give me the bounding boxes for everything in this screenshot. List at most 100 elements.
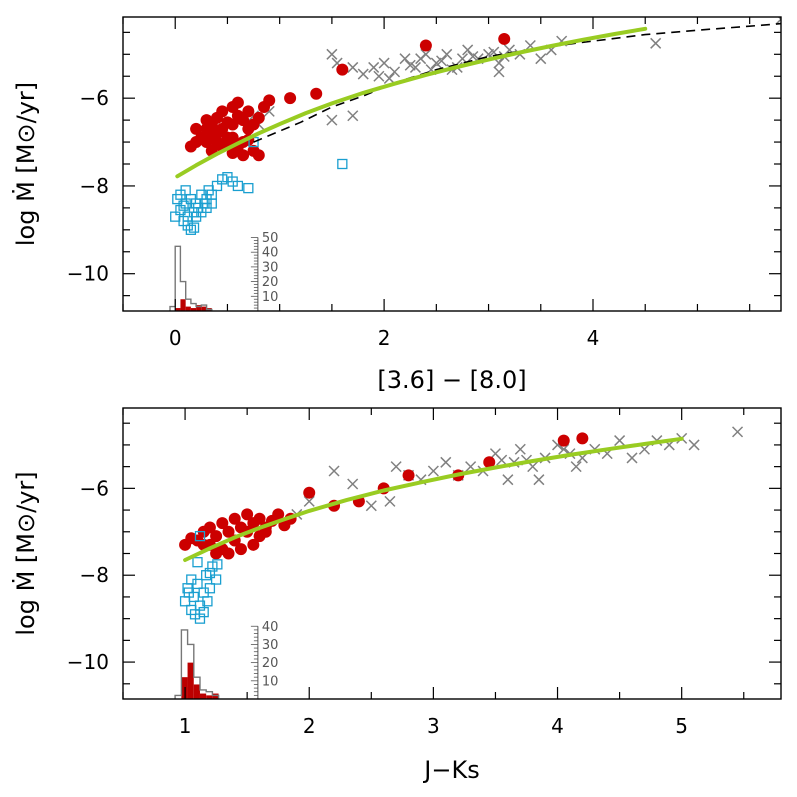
cross-point	[303, 495, 315, 507]
red-dot-point	[557, 434, 570, 447]
series-dot	[179, 432, 589, 560]
blue-square-point	[198, 606, 209, 618]
cross-point	[775, 17, 781, 25]
red-dot-point	[242, 122, 255, 135]
blue-square-point	[194, 613, 206, 624]
x-axis-label: J−Ks	[422, 756, 479, 784]
red-dot-point	[200, 122, 213, 135]
series-cross	[248, 17, 781, 131]
cross-point	[378, 57, 390, 69]
series-square	[170, 136, 348, 235]
red-dot-point	[234, 543, 247, 556]
cross-point	[467, 50, 479, 63]
histogram-bar-red	[187, 662, 194, 699]
red-dot-point	[210, 530, 223, 543]
red-dot-point	[205, 131, 218, 144]
red-dot-point	[272, 508, 285, 521]
blue-square-point	[183, 587, 194, 598]
blue-square-point	[180, 185, 191, 196]
histogram-bar-red	[212, 693, 219, 699]
cross-point	[570, 461, 582, 473]
red-dot-point	[303, 486, 316, 499]
histogram-bar-red	[199, 693, 207, 699]
red-dot-point	[576, 432, 589, 445]
blue-square-point	[204, 567, 216, 579]
red-dot-point	[419, 39, 432, 52]
red-dot-point	[226, 147, 239, 160]
cross-point	[441, 48, 453, 60]
red-dot-point	[228, 512, 241, 525]
cross-point	[357, 68, 369, 80]
cross-point	[399, 53, 411, 65]
cross-point	[347, 110, 359, 122]
cross-point	[373, 70, 385, 82]
red-dot-point	[210, 547, 223, 560]
histogram-scale-label: 20	[262, 275, 279, 290]
histogram-scale-label: 20	[262, 656, 279, 671]
histogram-scale-label: 40	[262, 620, 279, 635]
blue-square-point	[170, 211, 181, 222]
blue-square-point	[210, 574, 222, 585]
blue-square-point	[192, 557, 203, 568]
red-dot-point	[252, 111, 265, 124]
cross-point	[514, 443, 526, 455]
red-dot-point	[336, 63, 349, 76]
x-tick-label: 4	[551, 714, 564, 738]
red-dot-point	[253, 512, 266, 525]
x-tick-label: 3	[427, 714, 440, 738]
cross-point	[533, 474, 545, 486]
histogram-scale-label: 30	[262, 260, 279, 275]
blue-square-point	[178, 200, 189, 211]
fit-curve	[175, 26, 648, 179]
blue-square-point	[201, 570, 212, 581]
histogram-outline-gray	[174, 629, 220, 699]
cross-point	[502, 474, 514, 486]
blue-square-point	[212, 559, 223, 570]
red-dot-point	[242, 105, 255, 118]
blue-square-point	[202, 596, 213, 607]
blue-square-point	[186, 574, 197, 585]
red-dot-point	[241, 508, 254, 521]
y-tick-label: −10	[67, 650, 109, 674]
plot-frame	[122, 16, 782, 312]
histogram-bar-red	[181, 677, 188, 699]
cross-point	[427, 465, 439, 477]
cross-point	[626, 452, 638, 464]
x-tick-label: 1	[179, 714, 192, 738]
red-dot-point	[231, 96, 244, 109]
cross-point	[493, 66, 505, 78]
cross-point	[368, 61, 380, 73]
histogram-scale-label: 50	[262, 231, 279, 246]
cross-point	[614, 435, 626, 447]
red-dot-point	[184, 140, 197, 153]
blue-square-point	[232, 180, 244, 192]
red-dot-point	[263, 94, 276, 107]
histogram-bar-red	[180, 299, 186, 311]
histogram	[174, 629, 220, 699]
x-tick-label: 2	[303, 714, 316, 738]
cross-point	[688, 439, 700, 451]
histogram-scale-label: 40	[262, 246, 279, 261]
red-dot-point	[237, 149, 250, 162]
cross-point	[535, 53, 547, 65]
dashed-curve	[253, 22, 781, 143]
blue-square-point	[172, 193, 183, 205]
red-dot-point	[222, 525, 235, 538]
red-dot-point	[203, 521, 216, 534]
red-dot-point	[185, 532, 198, 545]
cross-point	[383, 72, 395, 84]
histogram-bar-red	[201, 306, 207, 311]
series-square	[179, 530, 223, 624]
x-axis-label: [3.6] − [8.0]	[377, 366, 526, 394]
blue-square-point	[194, 530, 206, 542]
y-tick-label: −6	[80, 86, 109, 110]
histogram	[169, 245, 213, 311]
blue-square-point	[206, 189, 217, 200]
x-tick-label: 2	[378, 326, 391, 350]
cross-point	[558, 443, 570, 455]
y-axis-label: log Ṁ [M⊙/yr]	[11, 82, 40, 246]
blue-square-point	[211, 180, 223, 192]
red-dot-point	[216, 517, 229, 530]
